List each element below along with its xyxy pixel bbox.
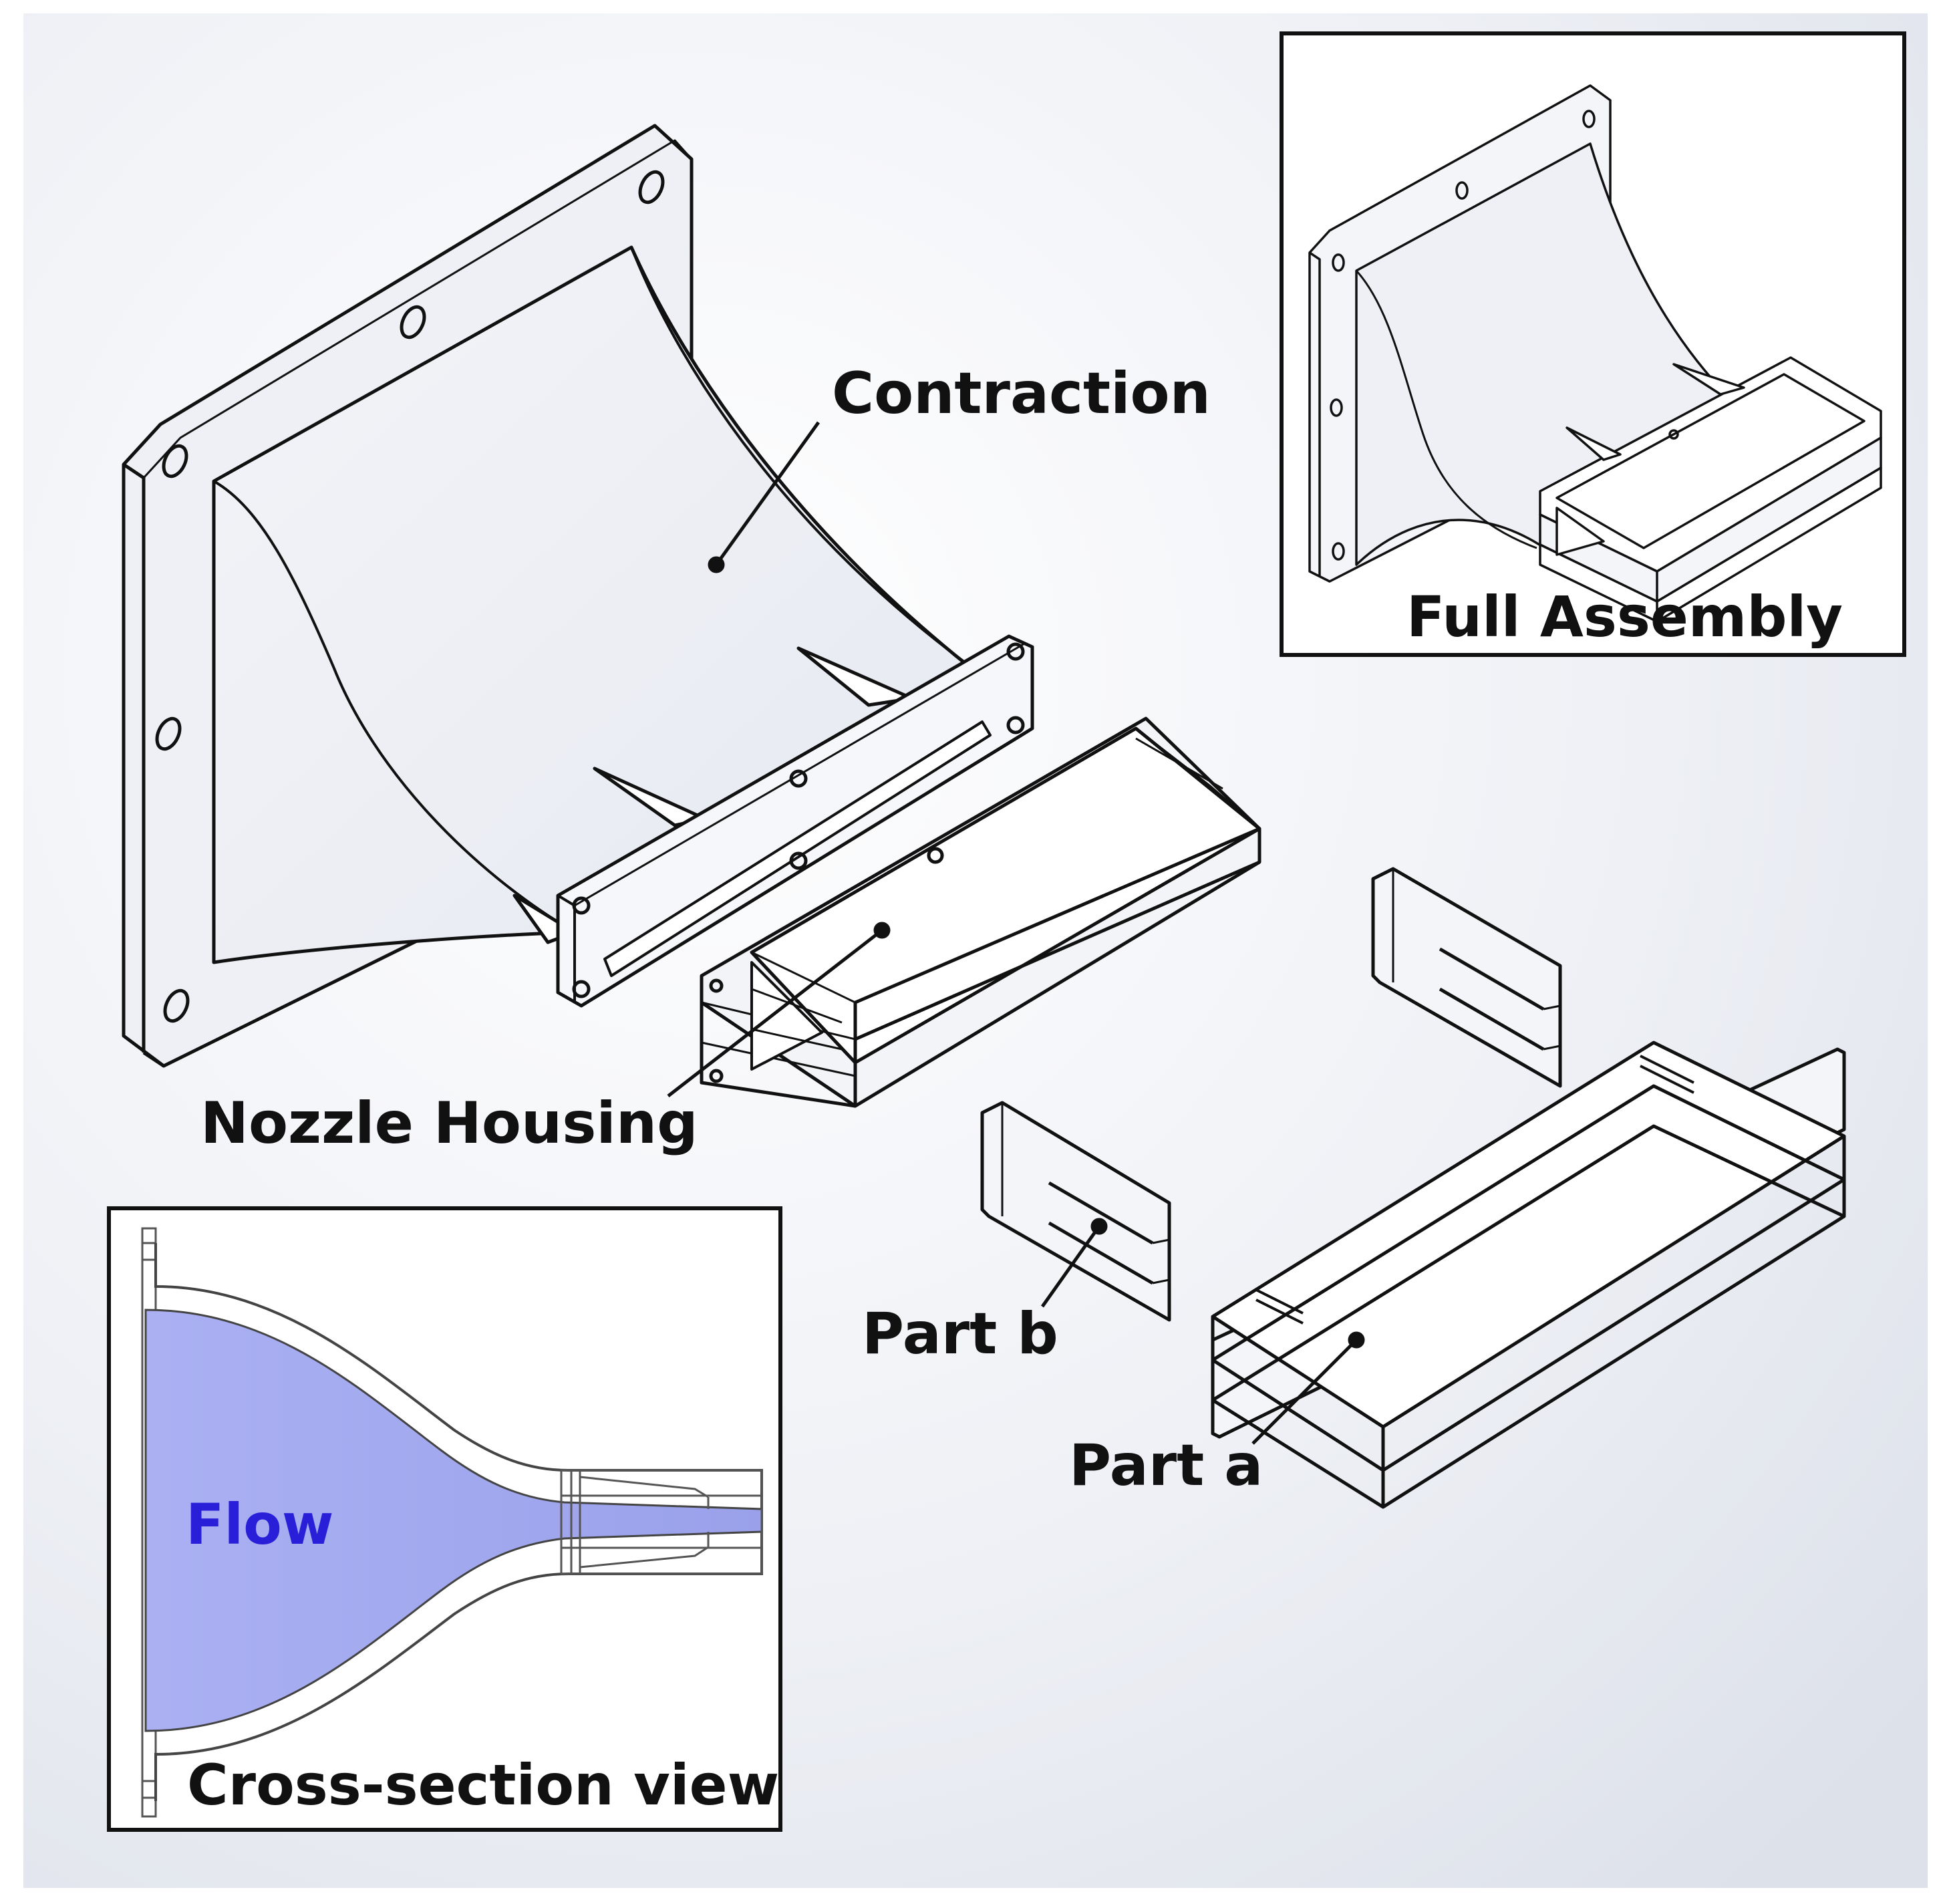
leader-nozzle-housing xyxy=(667,929,883,1097)
outlet-slot xyxy=(603,720,992,977)
cross-section-inset: Flow Cross-section view xyxy=(107,1206,782,1832)
part-b-upper xyxy=(1371,867,1562,1088)
bolt-hole xyxy=(1006,642,1025,661)
nozzle-housing xyxy=(700,716,1261,1108)
housing-hole xyxy=(709,1069,724,1083)
outlet-flange xyxy=(556,634,1034,1008)
part-b-lower xyxy=(980,1101,1171,1322)
bolt-hole xyxy=(400,305,426,339)
housing-hole xyxy=(927,847,944,864)
full-assembly-inset: Full Assembly xyxy=(1280,31,1906,657)
part-a xyxy=(1211,1041,1846,1509)
bolt-hole xyxy=(789,851,808,870)
housing-hole xyxy=(709,978,724,993)
label-part-a: Part a xyxy=(1069,1432,1263,1499)
main-exploded-view xyxy=(122,124,1846,1509)
bolt-hole xyxy=(155,716,182,751)
label-full-assembly: Full Assembly xyxy=(1406,584,1843,650)
bolt-hole xyxy=(789,769,808,788)
label-contraction: Contraction xyxy=(832,360,1211,427)
label-nozzle-housing: Nozzle Housing xyxy=(200,1090,698,1157)
bolt-hole xyxy=(572,980,591,998)
label-flow: Flow xyxy=(186,1492,333,1557)
leader-lines xyxy=(667,421,1365,1445)
bolt-hole xyxy=(572,896,591,915)
leader-contraction xyxy=(714,421,821,566)
label-part-b: Part b xyxy=(862,1301,1058,1367)
leader-part-a xyxy=(1251,1339,1358,1445)
leader-part-b xyxy=(1040,1225,1101,1308)
bolt-hole xyxy=(638,170,665,205)
bolt-hole xyxy=(162,444,188,479)
bolt-hole xyxy=(163,988,190,1023)
bolt-hole xyxy=(1006,716,1025,734)
label-cross-section: Cross-section view xyxy=(187,1752,779,1818)
